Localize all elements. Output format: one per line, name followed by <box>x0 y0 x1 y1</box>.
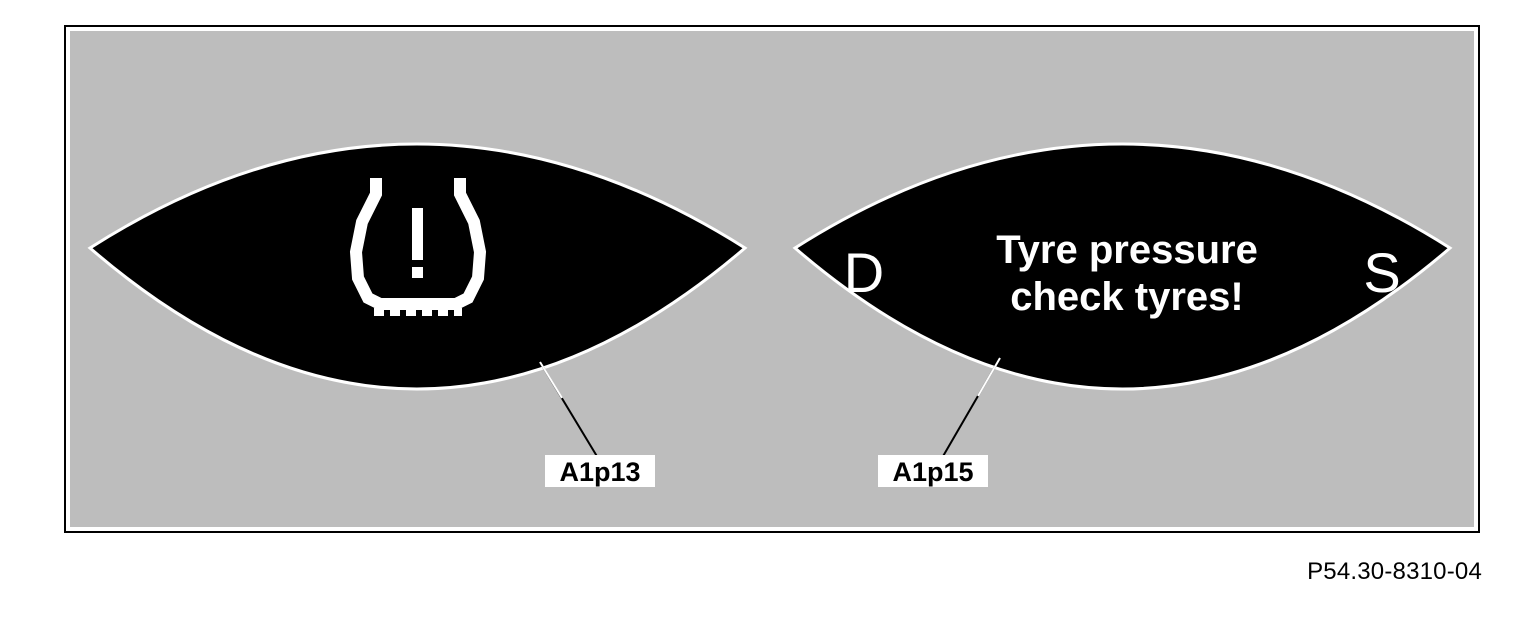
callout-a1p13: A1p13 <box>545 455 655 487</box>
message-line-1: Tyre pressure <box>996 228 1258 272</box>
warning-mark-dot <box>412 267 423 278</box>
right-display: D S Tyre pressure check tyres! <box>792 142 1453 391</box>
callout-a1p15-label: A1p15 <box>892 457 973 487</box>
figure-reference: P54.30-8310-04 <box>1307 558 1482 585</box>
gear-indicator-left: D <box>844 241 884 304</box>
leader-line-a1p13-white <box>539 361 563 399</box>
message-line-2: check tyres! <box>1010 275 1243 319</box>
left-display <box>87 142 748 391</box>
tyre-pressure-warning-icon <box>349 178 487 316</box>
gear-indicator-right: S <box>1363 241 1400 304</box>
callout-a1p15: A1p15 <box>878 455 988 487</box>
right-display-shape <box>792 142 1453 391</box>
warning-mark-bar <box>412 208 423 260</box>
left-display-shape <box>87 142 748 391</box>
callout-a1p13-box <box>545 455 655 487</box>
callout-a1p13-label: A1p13 <box>559 457 640 487</box>
leader-line-a1p15-white <box>977 357 1001 397</box>
callout-a1p15-box <box>878 455 988 487</box>
